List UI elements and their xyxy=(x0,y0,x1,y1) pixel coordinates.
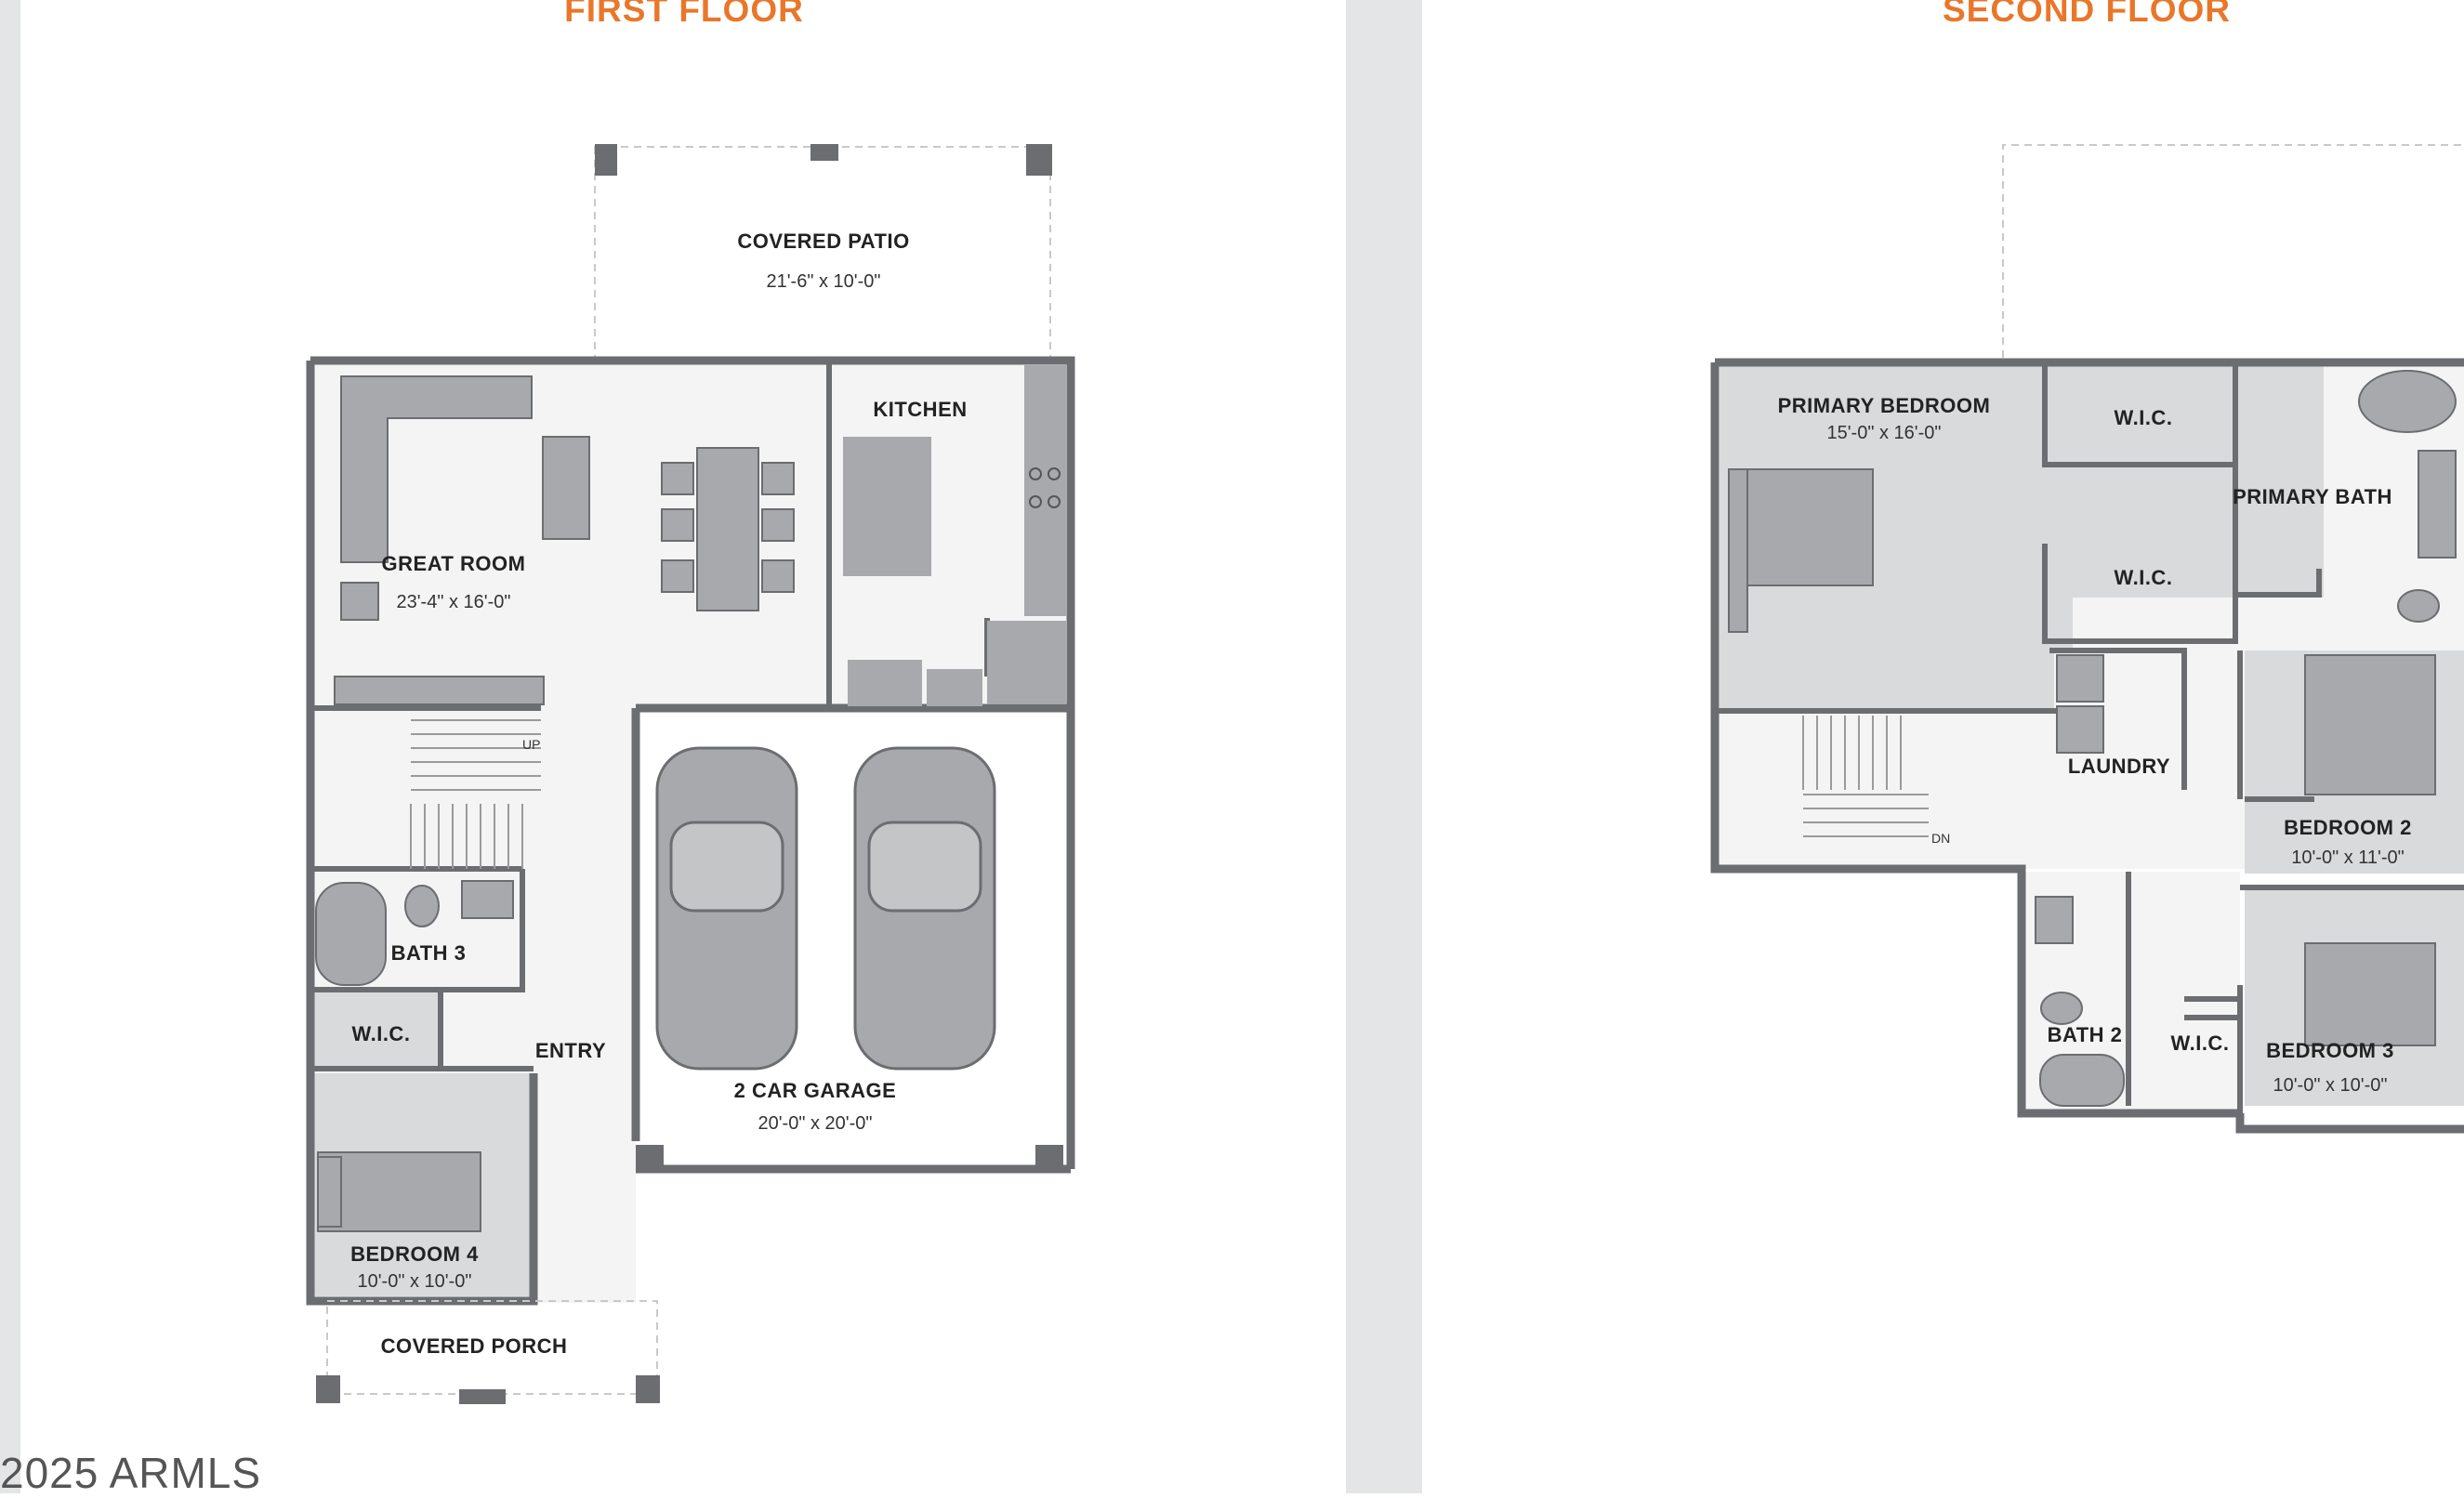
kitchen-counters xyxy=(843,365,1066,706)
second-floor-plan: PRIMARY BEDROOM 15'-0" x 16'-0" W.I.C. W… xyxy=(1710,144,2464,1134)
first-floor-panel: FIRST FLOOR xyxy=(20,0,1346,1493)
bedroom-4-dims: 10'-0" x 10'-0" xyxy=(357,1271,471,1292)
entry-label: ENTRY xyxy=(535,1039,606,1062)
second-floor-interior-walls xyxy=(1715,362,2464,1129)
great-room-label: GREAT ROOM xyxy=(382,552,526,575)
covered-patio-area xyxy=(594,144,1052,360)
wic-top-label: W.I.C. xyxy=(2115,406,2173,429)
bedroom-3-dims: 10'-0" x 10'-0" xyxy=(2273,1075,2387,1096)
first-floor-stairs xyxy=(410,719,541,869)
garage-dims: 20'-0" x 20'-0" xyxy=(758,1113,872,1134)
covered-patio-label: COVERED PATIO xyxy=(737,230,909,253)
second-floor-title: SECOND FLOOR xyxy=(1942,0,2232,29)
laundry-machines xyxy=(2056,654,2104,754)
first-floor-title: FIRST FLOOR xyxy=(564,0,804,29)
second-floor-panel: SECOND FLOOR xyxy=(1422,0,2464,1493)
wic-first-floor-label: W.I.C. xyxy=(352,1022,411,1045)
bath-3-label: BATH 3 xyxy=(391,941,467,965)
primary-bath-fixtures xyxy=(2358,370,2457,623)
bedroom-2-bed xyxy=(2304,654,2436,795)
primary-bed xyxy=(1728,468,1874,633)
bedroom-2-dims: 10'-0" x 11'-0" xyxy=(2291,848,2405,868)
bath-2-fixtures xyxy=(2035,896,2125,1107)
great-room-dims: 23'-4" x 16'-0" xyxy=(396,592,510,612)
covered-patio-dims: 21'-6" x 10'-0" xyxy=(766,271,880,292)
bedroom-4-label: BEDROOM 4 xyxy=(350,1242,479,1266)
garage-label: 2 CAR GARAGE xyxy=(734,1079,897,1102)
wic-small-label: W.I.C. xyxy=(2171,1032,2230,1055)
garage-cars xyxy=(655,746,996,1071)
bath-3-fixtures xyxy=(315,880,514,986)
first-floor-plan: COVERED PATIO 21'-6" x 10'-0" KITCHEN GR… xyxy=(306,144,1075,1404)
wic-mid-label: W.I.C. xyxy=(2115,566,2173,589)
laundry-label: LAUNDRY xyxy=(2068,755,2170,778)
bath-2-label: BATH 2 xyxy=(2048,1023,2123,1046)
great-room-furniture xyxy=(334,375,795,705)
covered-porch-label: COVERED PORCH xyxy=(381,1334,568,1358)
second-floor-stairs xyxy=(1802,716,1929,837)
primary-bath-label: PRIMARY BATH xyxy=(2233,485,2392,508)
kitchen-label: KITCHEN xyxy=(873,398,967,421)
primary-bedroom-label: PRIMARY BEDROOM xyxy=(1778,394,1991,417)
bedroom-3-label: BEDROOM 3 xyxy=(2266,1039,2394,1062)
primary-bedroom-dims: 15'-0" x 16'-0" xyxy=(1826,423,1941,443)
stairs-down-label: DN xyxy=(1931,831,1950,846)
bedroom-2-label: BEDROOM 2 xyxy=(2284,816,2412,839)
bedroom-4-bed xyxy=(317,1151,481,1232)
center-gap xyxy=(1346,0,1422,1493)
bedroom-3-bed xyxy=(2304,942,2436,1046)
stairs-up-label: UP xyxy=(522,737,540,752)
copyright-watermark: 2025 ARMLS xyxy=(0,1449,262,1497)
covered-porch-area xyxy=(316,1300,660,1404)
first-floor-interior-walls xyxy=(310,361,1029,1071)
left-edge-strip xyxy=(0,0,20,1493)
